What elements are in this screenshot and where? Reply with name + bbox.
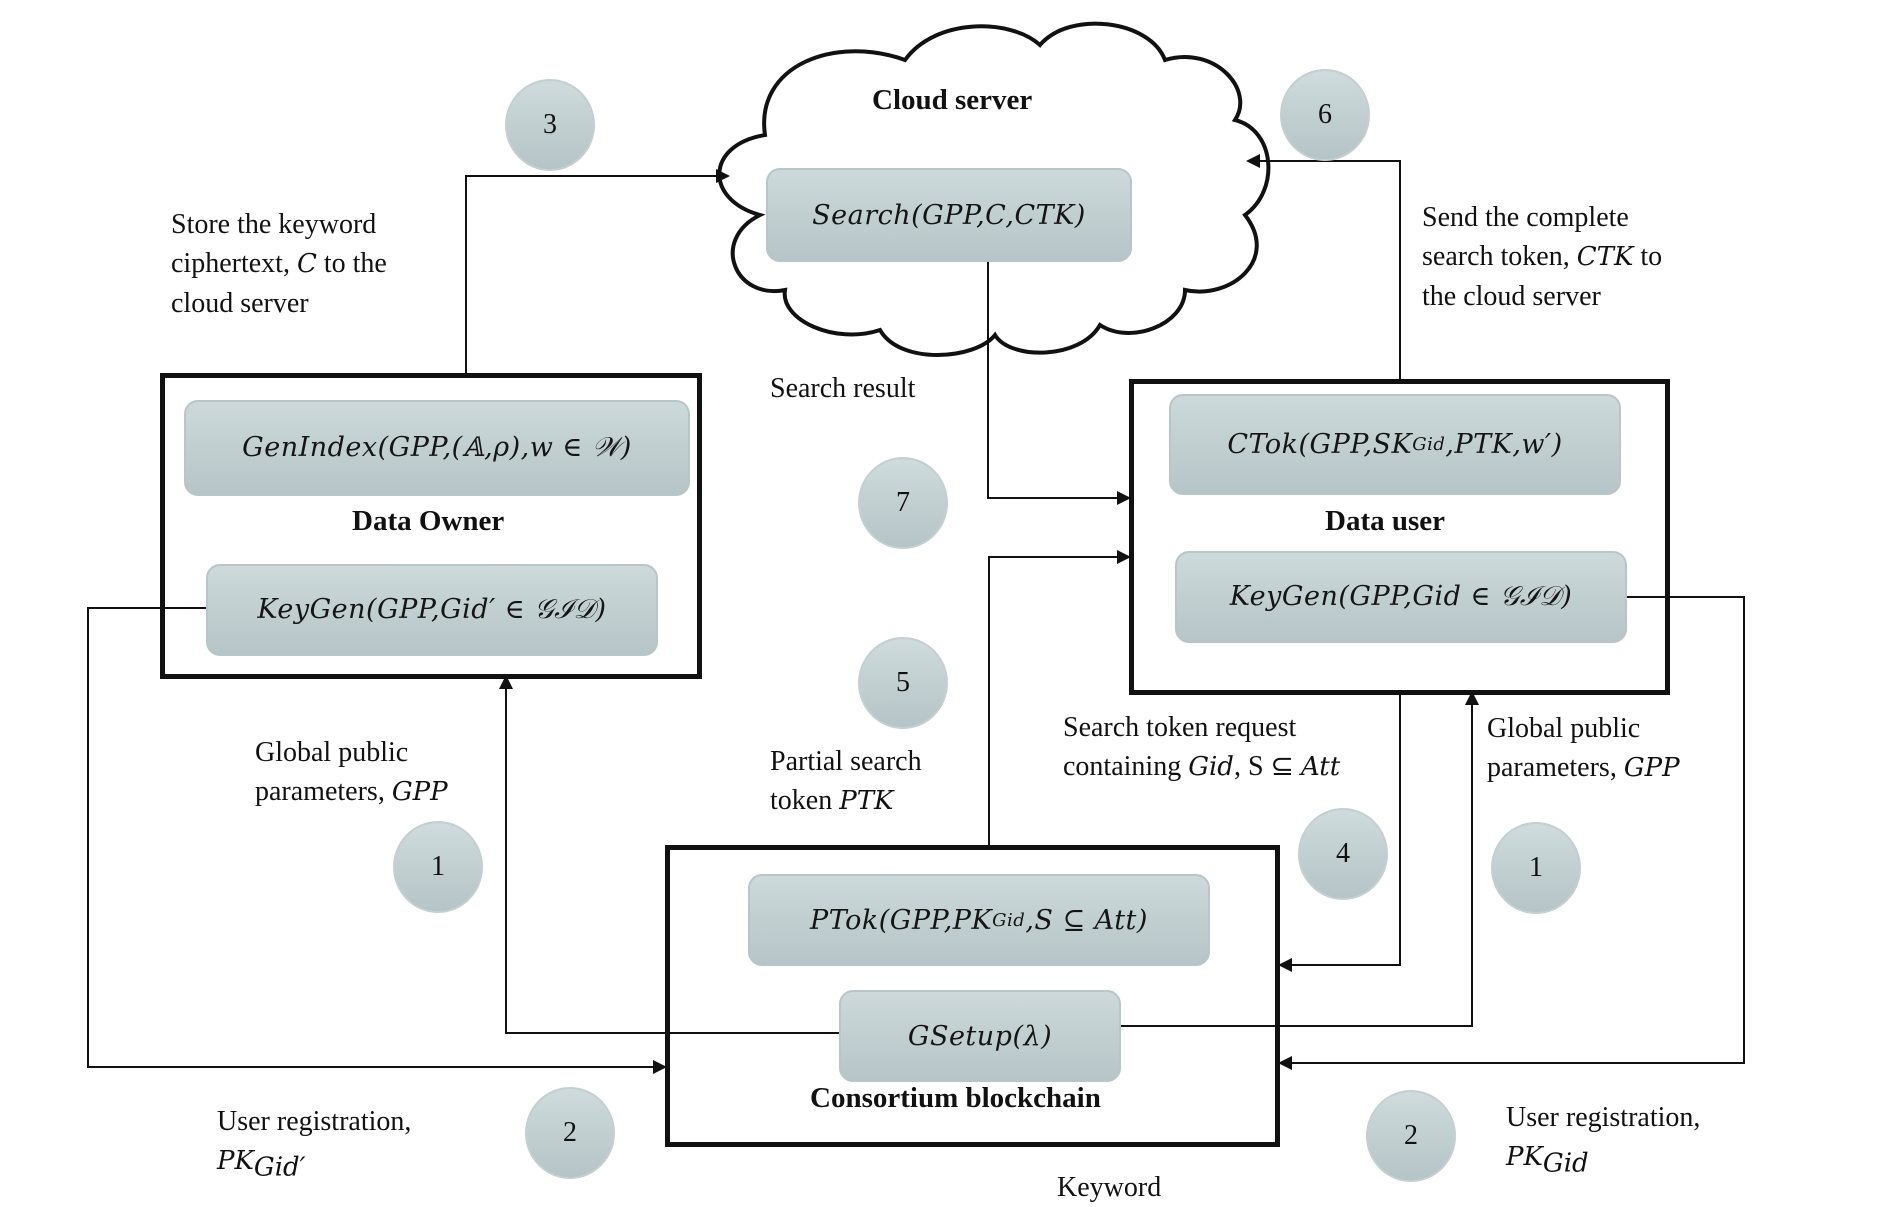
step-3-badge: 3 [505, 79, 595, 171]
partial-line-1: Partial search [770, 746, 922, 777]
send-line-1: Send the complete [1422, 202, 1629, 233]
cloud-server-title: Cloud server [872, 84, 1033, 116]
request-math-gid: Gid [1188, 752, 1234, 782]
send-line-2a: search token, [1422, 241, 1577, 272]
gpp-right-label: Global public parameters, GPP [1487, 709, 1680, 788]
registration-right-label: User registration, PKGid [1506, 1098, 1700, 1184]
ctok-subscript: Gid [1412, 434, 1446, 455]
data-user-title: Data user [1325, 505, 1446, 537]
arrow-gpp-right [1120, 691, 1479, 1027]
gpp-right-line-2: parameters, GPP [1487, 748, 1680, 788]
search-function-node: Search(GPP,C,CTK) [766, 168, 1132, 262]
store-line-2a: ciphertext, [171, 248, 297, 279]
data-owner-box [160, 373, 702, 679]
partial-math-ptk: PTK [839, 786, 894, 816]
data-owner-title: Data Owner [352, 505, 505, 537]
request-math-att: Att [1300, 752, 1341, 782]
gpp-right-math: GPP [1623, 753, 1680, 783]
arrow-search-result [987, 262, 1131, 505]
request-line-1: Search token request [1063, 712, 1297, 743]
request-line-2b: , S ⊆ [1233, 751, 1301, 782]
step-6-badge: 6 [1280, 69, 1370, 161]
consortium-blockchain-title: Consortium blockchain [810, 1082, 1101, 1114]
send-ctk-label: Send the complete search token, CTK to t… [1422, 198, 1662, 316]
reg-left-line-1: User registration, [217, 1106, 412, 1137]
ctok-text-b: ,PTK,w′) [1445, 429, 1563, 460]
gpp-right-line-1: Global public [1487, 713, 1641, 744]
store-line-2: ciphertext, C to the [171, 244, 387, 284]
consortium-blockchain-box [665, 845, 1280, 1147]
reg-left-pk: PK [217, 1146, 254, 1176]
step-4-badge: 4 [1298, 808, 1388, 900]
gpp-right-line-2a: parameters, [1487, 752, 1624, 783]
arrow-registration-left [87, 607, 667, 1074]
gpp-left-line-2: parameters, GPP [255, 772, 448, 812]
registration-left-label: User registration, PKGid′ [217, 1102, 411, 1188]
arrow-partial-token [988, 550, 1131, 846]
store-ciphertext-label: Store the keyword ciphertext, C to the c… [171, 205, 387, 323]
step-7-badge: 7 [858, 457, 948, 549]
ptok-text-a: PTok(GPP,PK [810, 904, 993, 936]
ptok-text-b: ,S ⊆ Att) [1025, 904, 1148, 936]
ctok-text-a: CTok(GPP,SK [1227, 429, 1413, 460]
partial-token-label: Partial search token PTK [770, 742, 922, 821]
ptok-subscript: Gid [992, 909, 1026, 931]
reg-right-sub: Gid [1542, 1148, 1589, 1179]
arrow-send-ctk [1246, 154, 1401, 379]
step-5-badge: 5 [858, 637, 948, 729]
user-keygen-function-node: KeyGen(GPP,Gid ∈ 𝒢ℐ𝒟) [1175, 551, 1627, 643]
step-2-right-badge: 2 [1366, 1090, 1456, 1182]
gpp-left-line-1: Global public [255, 737, 409, 768]
step-1-right-badge: 1 [1491, 822, 1581, 914]
store-math-c: C [296, 249, 317, 279]
step-2-left-badge: 2 [525, 1087, 615, 1179]
token-request-label: Search token request containing Gid, S ⊆… [1063, 708, 1340, 787]
partial-line-2: token PTK [770, 781, 922, 821]
reg-left-sub: Gid′ [253, 1152, 306, 1183]
reg-right-line-1: User registration, [1506, 1102, 1701, 1133]
arrow-token-request [1278, 693, 1401, 972]
reg-right-pk: PK [1506, 1142, 1543, 1172]
send-line-2b: to [1633, 241, 1663, 272]
store-line-3: cloud server [171, 288, 309, 319]
data-user-box [1129, 379, 1670, 695]
step-1-left-badge: 1 [393, 821, 483, 913]
arrow-store-ciphertext [465, 169, 730, 376]
genindex-function-node: GenIndex(GPP,(𝔸,ρ),w ∈ 𝒲) [184, 400, 690, 496]
search-result-label: Search result [770, 373, 916, 404]
owner-keygen-function-node: KeyGen(GPP,Gid′ ∈ 𝒢ℐ𝒟) [206, 564, 658, 656]
partial-line-2a: token [770, 785, 840, 816]
send-math-ctk: CTK [1576, 242, 1634, 272]
request-line-2a: containing [1063, 751, 1189, 782]
reg-right-line-2: PKGid [1506, 1137, 1700, 1184]
gpp-left-math: GPP [391, 777, 448, 807]
request-line-2: containing Gid, S ⊆ Att [1063, 747, 1340, 787]
reg-left-line-2: PKGid′ [217, 1141, 411, 1188]
gpp-left-line-2a: parameters, [255, 776, 392, 807]
gsetup-function-node: GSetup(λ) [839, 990, 1121, 1082]
gpp-left-label: Global public parameters, GPP [255, 733, 448, 812]
keyword-caption: Keyword [1057, 1172, 1162, 1203]
send-line-2: search token, CTK to [1422, 237, 1662, 277]
store-line-2b: to the [316, 248, 387, 279]
store-line-1: Store the keyword [171, 209, 377, 240]
arrow-gpp-left [499, 675, 842, 1034]
send-line-3: the cloud server [1422, 281, 1601, 312]
arrow-registration-right [1278, 596, 1745, 1070]
